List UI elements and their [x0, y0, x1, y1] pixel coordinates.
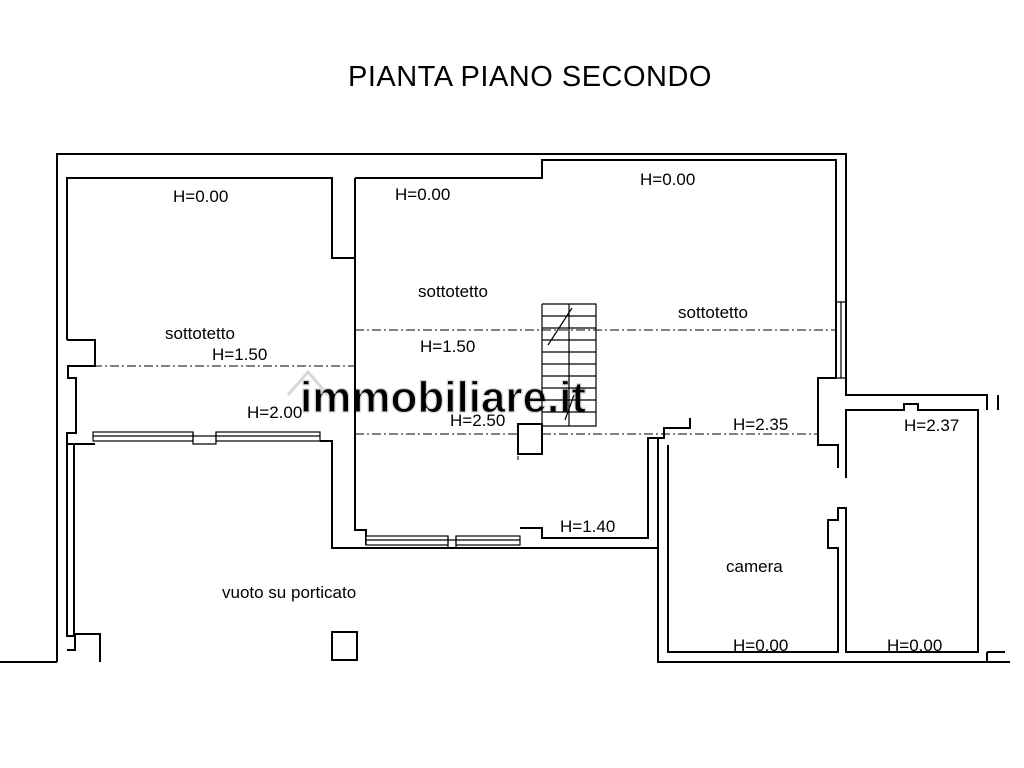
height-middle-bottom: H=1.40 — [560, 517, 615, 536]
height-left-mid: H=1.50 — [212, 345, 267, 364]
height-far-right-top: H=2.37 — [904, 416, 959, 435]
height-left-top: H=0.00 — [173, 187, 228, 206]
height-right-top: H=0.00 — [640, 170, 695, 189]
middle-room-bottom-wall — [520, 418, 691, 539]
plan-title: PIANTA PIANO SECONDO — [348, 61, 712, 93]
left-room-bottom-wall — [320, 440, 658, 549]
height-camera-bottom: H=0.00 — [733, 636, 788, 655]
room-label-sottotetto-middle: sottotetto — [418, 282, 488, 301]
window-right-side — [836, 301, 847, 379]
height-far-right-bottom: H=0.00 — [887, 636, 942, 655]
window-left-frame — [93, 432, 320, 445]
pillar — [331, 631, 358, 661]
height-middle-top: H=0.00 — [395, 185, 450, 204]
room-label-vuoto: vuoto su porticato — [222, 583, 356, 602]
window-middle-frame — [366, 536, 520, 549]
height-middle-mid: H=1.50 — [420, 337, 475, 356]
watermark-text: immobiliare.it — [300, 373, 586, 422]
left-lower-wall — [66, 443, 101, 662]
room-label-sottotetto-left: sottotetto — [165, 324, 235, 343]
room-label-camera: camera — [726, 557, 783, 576]
left-room-wall — [66, 177, 355, 340]
outer-wall — [56, 153, 999, 663]
middle-room-left-wall — [354, 178, 367, 545]
height-middle-low: H=2.50 — [450, 411, 505, 430]
camera-room-wall — [667, 403, 979, 653]
height-right-low: H=2.35 — [733, 415, 788, 434]
outer-wall-right-stub — [987, 651, 1010, 663]
room-label-sottotetto-right: sottotetto — [678, 303, 748, 322]
left-room-wall-lower — [66, 339, 96, 445]
height-left-low: H=2.00 — [247, 403, 302, 422]
watermark-logo: immobiliare.it — [286, 369, 587, 423]
staircase — [517, 303, 597, 455]
